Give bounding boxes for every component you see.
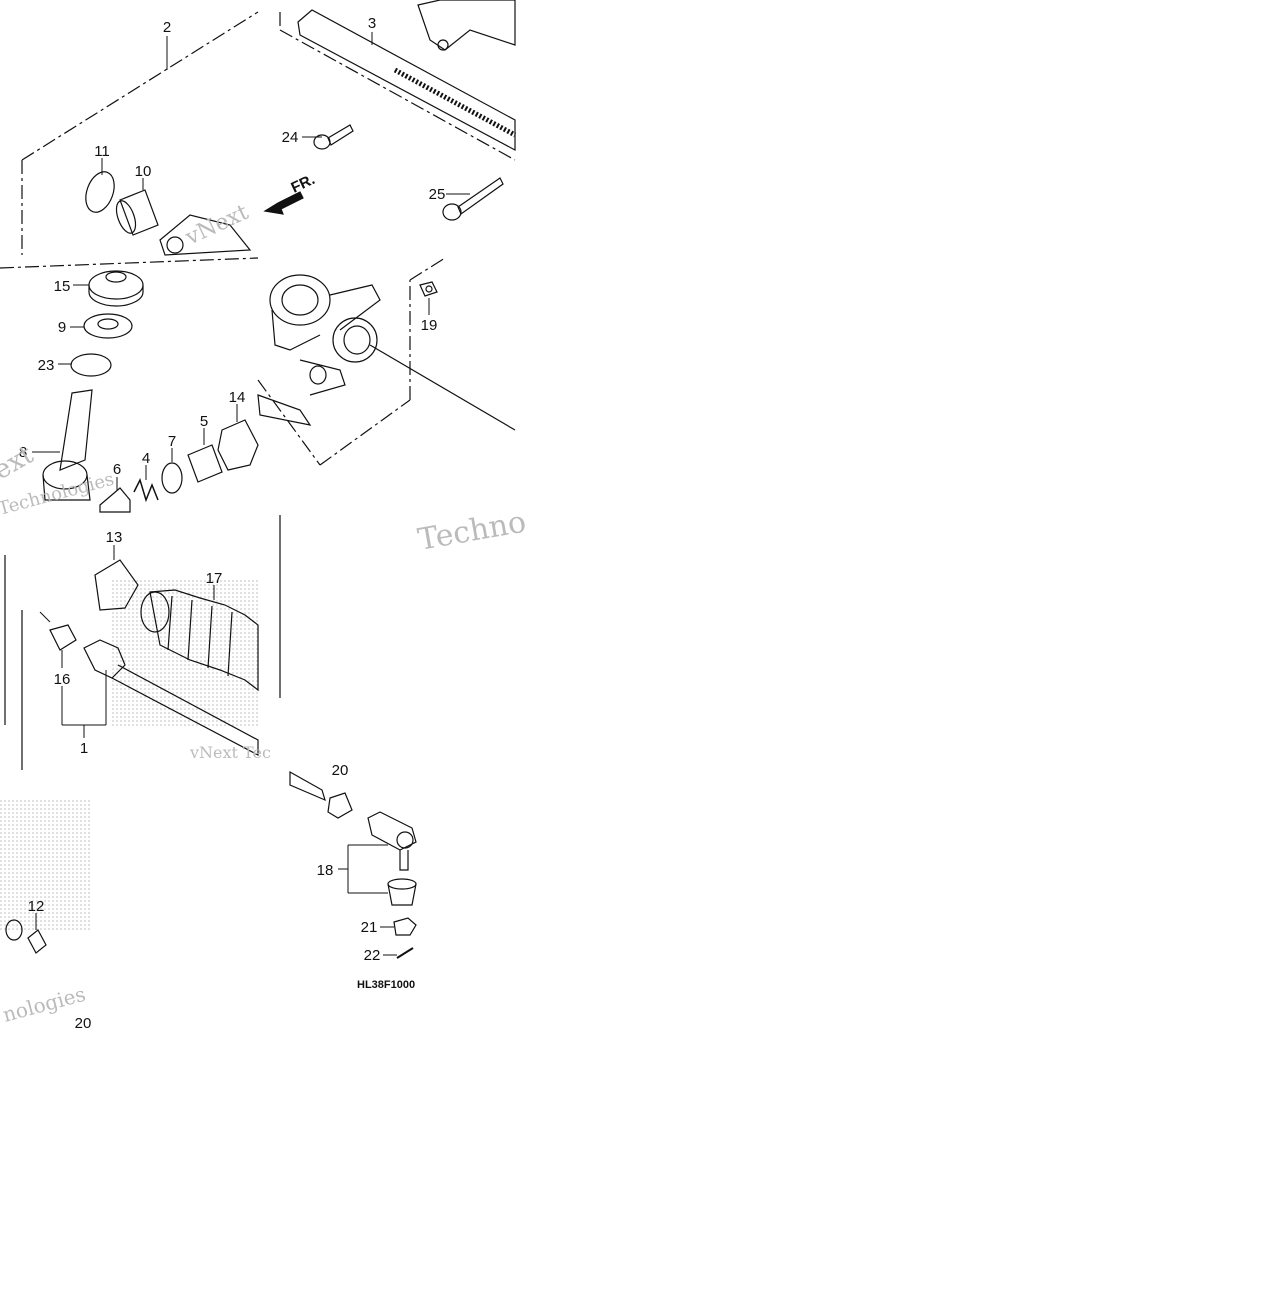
spring-4 (133, 477, 159, 503)
part-label-4: 4 (142, 450, 150, 467)
part-label-23: 23 (38, 357, 55, 374)
bushing-fragment (5, 919, 23, 941)
panel-lower-left (4, 515, 281, 770)
part-label-25: 25 (429, 186, 446, 203)
washer-9 (83, 313, 133, 339)
nut-19 (419, 281, 438, 297)
circlip-23 (70, 353, 112, 377)
part-label-21: 21 (361, 919, 378, 936)
cotter-pin-22 (396, 947, 414, 959)
threaded-stub-20 (289, 770, 326, 802)
panel-middle-left (0, 257, 259, 513)
part-label-20: 20 (332, 762, 349, 779)
adjuster-5 (187, 444, 223, 483)
boot-clamp-13 (94, 559, 139, 611)
clip-12 (27, 929, 47, 954)
part-label-17: 17 (206, 570, 223, 587)
watermark-text: ext (0, 440, 39, 487)
locknut-14 (217, 419, 259, 471)
watermark-text: vNext (181, 200, 252, 251)
part-label-9: 9 (58, 319, 66, 336)
panel-top-left (21, 11, 304, 256)
jam-nut (327, 792, 353, 819)
rack-guide-6 (99, 487, 131, 513)
part-label-14: 14 (229, 389, 246, 406)
castle-nut-21 (393, 917, 417, 936)
panel-middle-center (257, 257, 516, 466)
part-label-8: 8 (19, 444, 27, 461)
part-label-16: 16 (54, 671, 71, 688)
snap-ring (85, 171, 115, 213)
steering-rack (297, 9, 516, 152)
rack-end (257, 394, 312, 426)
part-label-3: 3 (368, 15, 376, 32)
watermark-text: Techno (415, 504, 528, 557)
part-label-22: 22 (364, 947, 381, 964)
o-ring-7 (161, 462, 183, 494)
part-label-11: 11 (94, 143, 110, 160)
part-label-13: 13 (106, 529, 123, 546)
gear-housing-fragment (159, 214, 252, 256)
seal-15 (88, 270, 144, 307)
rack-boot-17 (140, 589, 259, 692)
panel-bottom (0, 770, 417, 959)
tie-rod-1 (83, 639, 259, 756)
bushing (119, 189, 159, 236)
part-label-20-lower: 20 (75, 1015, 92, 1032)
part-labels: 1 2 3 4 5 6 7 8 9 10 11 12 13 14 15 16 1… (19, 15, 446, 1032)
bolt-24 (313, 124, 354, 150)
tie-rod-end-18 (367, 811, 417, 871)
part-label-2: 2 (163, 19, 171, 36)
part-label-1: 1 (80, 740, 88, 757)
locknut-16 (49, 624, 77, 651)
diagram-code: HL38F1000 (357, 979, 415, 991)
part-label-6: 6 (113, 461, 121, 478)
rack-housing-top (417, 0, 516, 51)
part-label-10: 10 (135, 163, 152, 180)
pinion-shaft-8 (42, 389, 93, 501)
part-label-5: 5 (200, 413, 208, 430)
part-label-24: 24 (282, 129, 299, 146)
part-label-18: 18 (317, 862, 334, 879)
watermark-text: vNext Tec (189, 743, 271, 762)
front-direction-label: FR. (289, 171, 318, 197)
part-label-12: 12 (28, 898, 45, 915)
leader-lines (32, 32, 470, 956)
panel-top-middle (279, 0, 517, 221)
gearbox-housing (269, 274, 381, 396)
bolt-25 (442, 177, 504, 221)
front-arrow-icon (263, 191, 304, 215)
part-label-7: 7 (168, 433, 176, 450)
part-label-15: 15 (54, 278, 71, 295)
part-label-19: 19 (421, 317, 438, 334)
dust-boot (387, 878, 417, 906)
